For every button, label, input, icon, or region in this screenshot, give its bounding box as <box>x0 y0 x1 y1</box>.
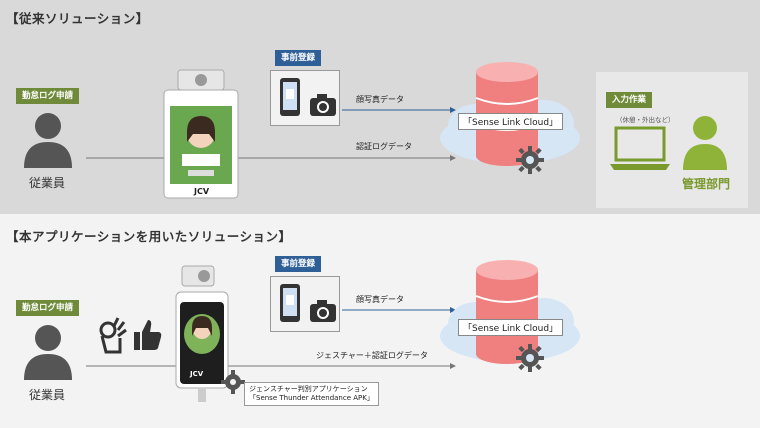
manager-icon <box>683 116 727 170</box>
face-recognition-device-icon: JCV <box>175 265 229 402</box>
smartphone-icon <box>280 284 300 322</box>
connector-lines <box>86 307 456 369</box>
thumbs-up-gesture-icon <box>134 320 162 350</box>
attendance-request-tag: 勤怠ログ申請 <box>16 300 80 316</box>
employee-icon <box>24 113 72 168</box>
pre-registration-tag: 事前登録 <box>275 50 322 66</box>
connector-lines <box>86 107 456 161</box>
employee-icon <box>24 325 72 380</box>
sense-link-cloud-label: 「Sense Link Cloud」 <box>458 113 564 130</box>
gesture-app-name: ジェンスチャー判別アプリケーション <box>249 385 368 393</box>
svg-text:JCV: JCV <box>193 187 210 196</box>
application-solution-panel: 【本アプリケーションを用いたソリューション】 勤怠ログ申請 従業員 JCV <box>0 214 760 428</box>
section-title: 【従来ソリューション】 <box>6 11 149 26</box>
camera-icon <box>310 300 336 322</box>
employee-label: 従業員 <box>29 388 66 402</box>
gesture-app-label-box: ジェンスチャー判別アプリケーション 「Sense Thunder Attenda… <box>244 382 379 406</box>
gesture-auth-log-label: ジェスチャー＋認証ログデータ <box>316 351 428 360</box>
input-work-tag: 入力作業 <box>606 92 653 108</box>
svg-text:JCV: JCV <box>189 370 204 378</box>
gesture-app-apk-name: 「Sense Thunder Attendance APK」 <box>249 394 374 402</box>
gear-icon <box>516 344 544 372</box>
input-work-note: （休憩・外出など） <box>616 116 675 124</box>
smartphone-icon <box>280 78 300 116</box>
attendance-request-tag: 勤怠ログ申請 <box>16 88 80 104</box>
camera-icon <box>310 94 336 116</box>
management-department-label: 管理部門 <box>682 177 731 191</box>
auth-log-data-label: 認証ログデータ <box>356 142 412 151</box>
laptop-icon <box>610 126 670 170</box>
cloud-database-icon <box>440 260 580 364</box>
pre-registration-tag: 事前登録 <box>275 256 322 272</box>
face-photo-data-label: 顔写真データ <box>356 295 404 304</box>
gear-icon <box>221 370 245 394</box>
face-photo-data-label: 顔写真データ <box>356 95 404 104</box>
ok-hand-gesture-icon <box>99 317 127 354</box>
conventional-solution-panel: 【従来ソリューション】 勤怠ログ申請 従業員 JCV 事前登録 <box>0 0 760 214</box>
sense-link-cloud-label: 「Sense Link Cloud」 <box>458 319 564 336</box>
section-title: 【本アプリケーションを用いたソリューション】 <box>6 229 292 244</box>
pre-registration-box <box>270 276 340 332</box>
pre-registration-box <box>270 70 340 126</box>
employee-label: 従業員 <box>29 176 66 190</box>
face-recognition-device-icon: JCV <box>163 69 239 199</box>
gear-icon <box>516 146 544 174</box>
